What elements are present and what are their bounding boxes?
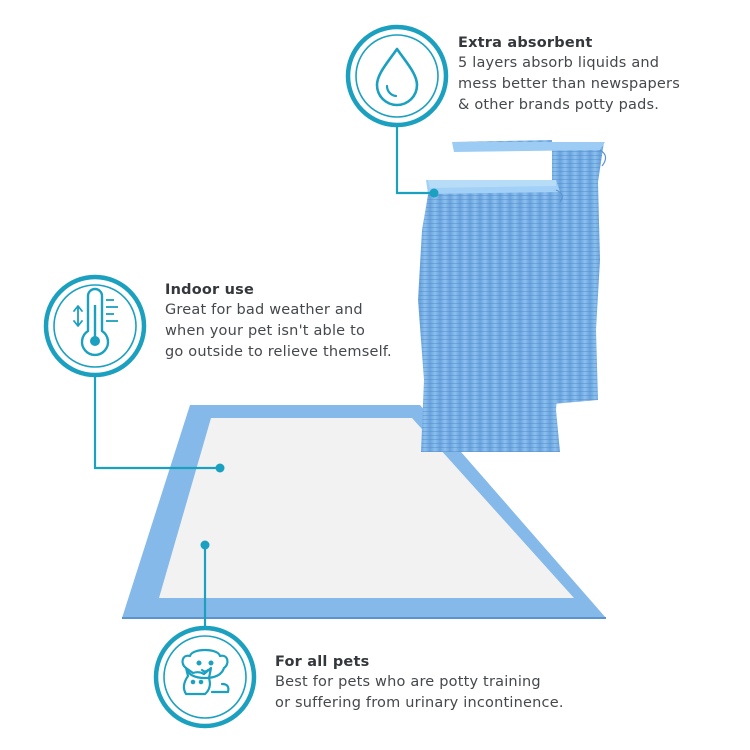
callout-line: Best for pets who are potty training bbox=[275, 674, 541, 690]
dog-and-cat-icon bbox=[153, 625, 257, 729]
stacked-potty-pads bbox=[418, 140, 607, 452]
callout-extra-absorbent: Extra absorbent 5 layers absorb liquids … bbox=[458, 33, 680, 116]
callout-line: go outside to relieve themself. bbox=[165, 344, 392, 360]
connector-lines bbox=[93, 126, 430, 640]
flat-potty-pad bbox=[122, 405, 606, 619]
callout-line: mess better than newspapers bbox=[458, 76, 680, 92]
callout-title: Indoor use bbox=[165, 282, 255, 298]
callout-line: 5 layers absorb liquids and bbox=[458, 55, 660, 71]
water-drop-icon bbox=[345, 24, 449, 128]
connector-dot-pets bbox=[200, 540, 210, 550]
connector-dot-indoor bbox=[215, 463, 225, 473]
pad-absorbent-center bbox=[159, 418, 574, 598]
callout-line: when your pet isn't able to bbox=[165, 323, 366, 339]
connector-absorbent bbox=[395, 126, 430, 195]
callout-indoor-use: Indoor use Great for bad weather and whe… bbox=[165, 280, 392, 363]
connector-dot-absorbent bbox=[429, 188, 439, 198]
callout-title: For all pets bbox=[275, 654, 370, 670]
thermometer-icon bbox=[43, 274, 147, 378]
callout-line: & other brands potty pads. bbox=[458, 97, 660, 113]
connector-indoor bbox=[93, 377, 217, 470]
callout-line: Great for bad weather and bbox=[165, 302, 363, 318]
callout-line: or suffering from urinary incontinence. bbox=[275, 695, 564, 711]
callout-title: Extra absorbent bbox=[458, 35, 593, 51]
callout-for-all-pets: For all pets Best for pets who are potty… bbox=[275, 652, 564, 714]
